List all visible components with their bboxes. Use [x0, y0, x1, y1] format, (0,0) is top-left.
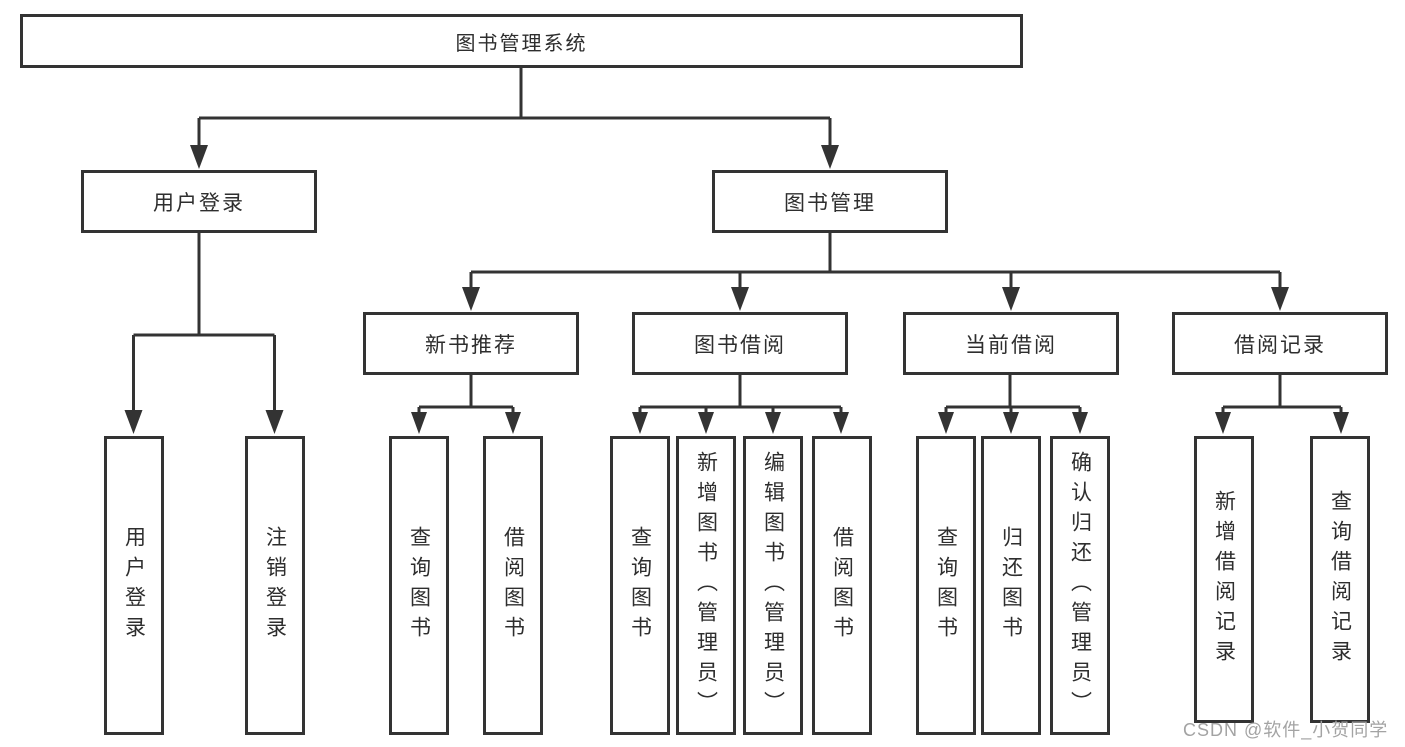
- leaf-add-borrow-record: 新增借阅记录: [1194, 436, 1254, 723]
- leaf-borrow-books-borrowing: 借阅图书: [812, 436, 872, 735]
- node-new-book-recommend: 新书推荐: [363, 312, 579, 375]
- node-borrow-records: 借阅记录: [1172, 312, 1388, 375]
- node-root: 图书管理系统: [20, 14, 1023, 68]
- node-book-borrowing: 图书借阅: [632, 312, 848, 375]
- leaf-edit-book-admin: 编辑图书（管理员）: [743, 436, 803, 735]
- csdn-watermark: CSDN @软件_小贺同学: [1183, 720, 1389, 740]
- leaf-query-books-recommend: 查询图书: [389, 436, 449, 735]
- leaf-return-book: 归还图书: [981, 436, 1041, 735]
- leaf-add-book-admin: 新增图书（管理员）: [676, 436, 736, 735]
- leaf-user-login: 用户登录: [104, 436, 164, 735]
- leaf-query-books-current: 查询图书: [916, 436, 976, 735]
- node-user-login: 用户登录: [81, 170, 317, 233]
- leaf-confirm-return-admin: 确认归还（管理员）: [1050, 436, 1110, 735]
- node-current-borrowing: 当前借阅: [903, 312, 1119, 375]
- leaf-logout: 注销登录: [245, 436, 305, 735]
- node-book-management: 图书管理: [712, 170, 948, 233]
- leaf-query-borrow-record: 查询借阅记录: [1310, 436, 1370, 723]
- leaf-borrow-books-recommend: 借阅图书: [483, 436, 543, 735]
- leaf-query-books-borrowing: 查询图书: [610, 436, 670, 735]
